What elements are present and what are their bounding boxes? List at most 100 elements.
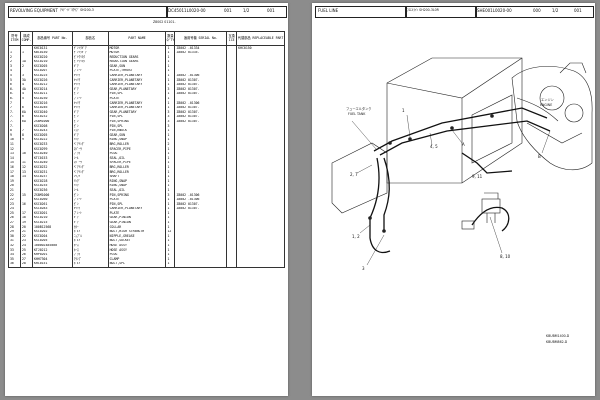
cell-qty: 1 <box>165 156 176 161</box>
cell-replaceable <box>236 87 285 92</box>
cell-part-no: KSC0228 <box>31 179 73 184</box>
cell-ice <box>226 101 238 106</box>
parts-list-page: REVOLVING EQUIPMENT ｱﾂﾃﾞｲﾄﾞﾖｳｻﾌﾞ SH200-3… <box>5 3 288 396</box>
cell-qty: 3 <box>165 110 176 115</box>
parts-table-header: 符号 ITEM 構成 COMP. 部品番号 PART No. 部品名 PART … <box>8 31 285 46</box>
cell-serial <box>174 261 228 268</box>
clamp-markers <box>368 114 494 233</box>
cell-part-no: KSC0222 <box>31 137 73 143</box>
cell-ice <box>226 78 238 83</box>
cell-comp: 25 <box>19 248 33 253</box>
cell-qty: 1 <box>165 82 176 88</box>
cell-part-no: KSC0220 <box>31 55 73 60</box>
cell-qty: 1 <box>165 68 176 74</box>
cell-replaceable <box>236 78 285 83</box>
cell-part-no: KSC0243 <box>31 128 73 134</box>
cell-qty: 1 <box>165 101 176 106</box>
cell-qty: 1 <box>165 252 176 258</box>
cell-qty: 3 <box>165 119 176 125</box>
cell-ice <box>226 193 238 198</box>
cell-part-no: ZS8M1000 <box>31 193 73 198</box>
cell-part-no: KSC0205 <box>31 238 73 244</box>
cell-qty: 2 <box>165 142 176 148</box>
callout: B <box>538 154 541 159</box>
cell-part-no: KSC0260 <box>31 197 73 203</box>
cell-qty: 1 <box>165 91 176 97</box>
cell-ice <box>226 257 238 262</box>
diagram-code: SHE001L0020-00 <box>477 8 512 13</box>
cell-ice <box>226 238 238 244</box>
document-num: 001 <box>224 8 232 13</box>
cell-replaceable <box>236 137 285 143</box>
cell-ice <box>226 188 238 193</box>
cell-replaceable <box>236 193 285 198</box>
cell-replaceable <box>236 197 285 203</box>
cell-ice <box>226 68 238 74</box>
cell-ice <box>226 225 238 230</box>
cell-part-no: KSC0201 <box>31 211 73 216</box>
cell-replaceable <box>236 206 285 212</box>
cell-part-no: KHP0201 <box>31 252 73 258</box>
cell-replaceable <box>236 202 285 207</box>
cell-part-no: KSC0233 <box>31 142 73 148</box>
cell-part-no: KSC0261 <box>31 202 73 207</box>
engine-outline <box>511 62 593 171</box>
cell-ice <box>226 215 238 221</box>
cell-comp: 8 <box>19 133 33 138</box>
cell-qty: 1 <box>165 202 176 207</box>
cell-ice <box>226 261 238 268</box>
cell-qty: 1 <box>165 206 176 212</box>
cell-replaceable <box>236 96 285 102</box>
callout: 2, 7 <box>350 172 358 177</box>
cell-part-no: KSC0202 <box>31 229 73 235</box>
cell-qty: 1 <box>165 105 176 111</box>
document-code: DC45011L0020-00 <box>168 8 206 13</box>
cell-ice <box>226 234 238 239</box>
cell-comp: 18 <box>19 215 33 221</box>
cell-comp <box>19 45 33 51</box>
cell-ice <box>226 50 238 56</box>
diagram-subtitle-box <box>405 6 477 18</box>
page-subtitle: ｱﾂﾃﾞｲﾄﾞﾖｳｻﾌﾞ SH200-3 <box>60 8 94 12</box>
cell-part-no: KSC0299 <box>31 147 73 152</box>
cell-comp: 22 <box>19 234 33 239</box>
cell-ice <box>226 229 238 235</box>
page-title-box <box>8 6 168 18</box>
cell-part-no: KSC0214 <box>31 87 73 92</box>
cell-ice <box>226 248 238 253</box>
cell-part-no: KSC0215 <box>31 220 73 226</box>
cell-part-no: 100002485000 <box>31 243 73 249</box>
cell-ice <box>226 156 238 161</box>
cell-part-no: 100B12568 <box>31 225 73 230</box>
cell-replaceable <box>236 183 285 189</box>
cell-ice <box>226 147 238 152</box>
cell-replaceable <box>236 91 285 97</box>
cell-ice <box>226 119 238 125</box>
cell-qty: 1 <box>165 55 176 60</box>
cell-part-no: KSC0236 <box>31 188 73 193</box>
cell-replaceable <box>236 261 285 268</box>
cell-ice <box>226 114 238 120</box>
cell-ice <box>226 151 238 157</box>
cell-ice <box>226 87 238 92</box>
callout: 4, 5 <box>430 144 438 149</box>
cell-qty: 1 <box>165 170 176 175</box>
cell-qty: 1 <box>165 50 176 56</box>
cell-replaceable <box>236 165 285 171</box>
col-item: 符号 ITEM <box>8 31 21 46</box>
cell-ice <box>226 243 238 249</box>
cell-ice <box>226 170 238 175</box>
parts-table: 符号 ITEM 構成 COMP. 部品番号 PART No. 部品名 PART … <box>8 31 285 268</box>
col-ice: 互換 ICE <box>226 31 238 46</box>
cell-comp: 13 <box>19 170 33 175</box>
part-code-1: KBUBM1400-D <box>546 334 570 338</box>
